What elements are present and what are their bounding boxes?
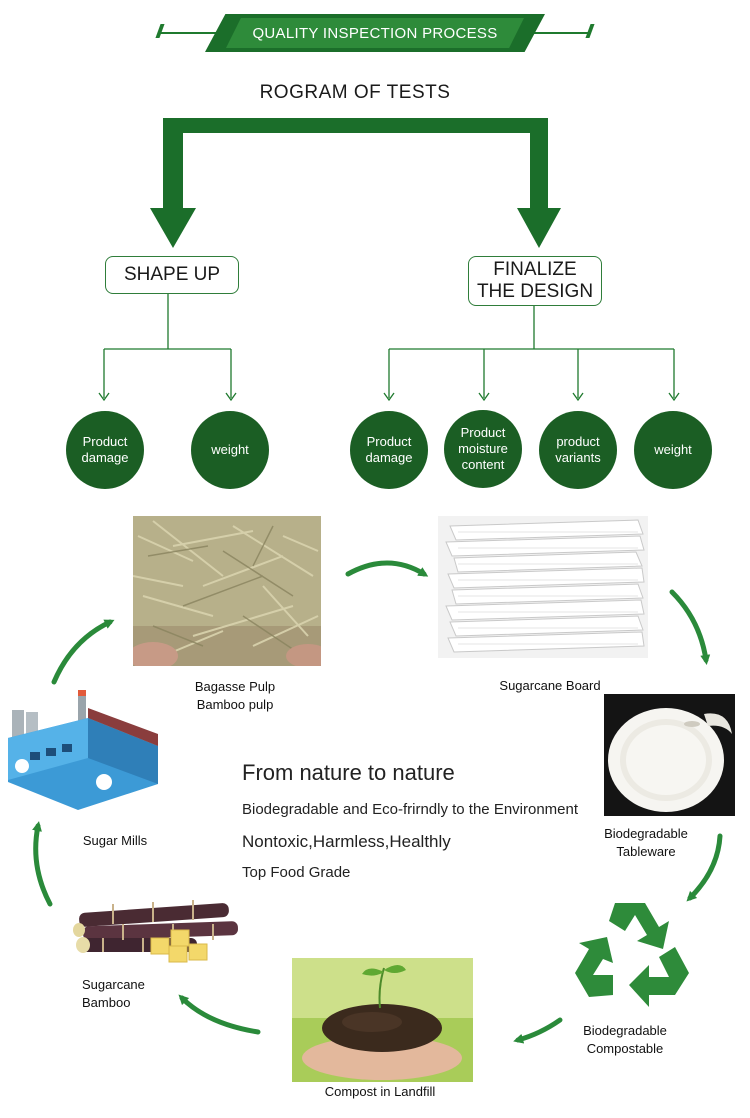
center-line-food-grade: Top Food Grade	[242, 864, 351, 881]
landfill-caption: Compost in Landfill	[324, 1084, 436, 1099]
finalize-label-line2: THE DESIGN	[476, 281, 594, 302]
page-title: QUALITY INSPECTION PROCESS	[252, 24, 498, 42]
shape-up-label: SHAPE UP	[123, 264, 221, 285]
finalize-design-box: FINALIZE THE DESIGN	[468, 256, 602, 306]
banner-line-left	[160, 32, 220, 34]
recycle-icon	[575, 903, 689, 1007]
tableware-caption: Biodegradable Tableware	[586, 825, 706, 861]
finalize-label-line1: FINALIZE	[493, 259, 577, 280]
test-weight-shape: weight	[191, 411, 269, 489]
sugar-mills-caption: Sugar Mills	[82, 833, 148, 848]
sugarcane-caption-line2: Bamboo	[82, 995, 131, 1010]
sugarcane-photo	[73, 900, 238, 963]
sugarcane-caption: Sugarcane Bamboo	[82, 976, 162, 1012]
test-label: Product moisture content	[458, 425, 508, 472]
test-label: Product damage	[81, 434, 129, 465]
bagasse-caption-line2: Bamboo pulp	[196, 697, 274, 712]
tableware-caption-line2: Tableware	[616, 844, 676, 859]
tableware-caption-line1: Biodegradable	[604, 826, 688, 841]
center-line-nontoxic: Nontoxic,Harmless,Healthly	[242, 832, 451, 851]
sugarcane-board-photo	[438, 516, 648, 658]
board-caption: Sugarcane Board	[499, 678, 601, 693]
bagasse-caption-line1: Bagasse Pulp	[194, 679, 276, 694]
compostable-caption: Biodegradable Compostable	[565, 1022, 685, 1058]
test-label: product variants	[555, 434, 601, 465]
compostable-caption-line2: Compostable	[586, 1041, 664, 1056]
title-banner: QUALITY INSPECTION PROCESS	[226, 18, 524, 48]
shape-up-box: SHAPE UP	[105, 256, 239, 294]
test-weight-final: weight	[634, 411, 712, 489]
center-line-eco: Biodegradable and Eco-frirndly to the En…	[242, 801, 579, 818]
sugar-mill-factory-icon	[8, 690, 158, 810]
test-product-damage-shape: Product damage	[66, 411, 144, 489]
test-label: Product damage	[365, 434, 413, 465]
sugarcane-caption-line1: Sugarcane	[82, 977, 145, 992]
main-split-arrow	[150, 118, 561, 248]
tableware-lid-photo	[604, 694, 735, 816]
compost-photo	[292, 958, 473, 1082]
test-label: weight	[211, 442, 249, 457]
center-heading: From nature to nature	[242, 760, 455, 785]
test-moisture-content: Product moisture content	[444, 410, 522, 488]
test-product-damage-final: Product damage	[350, 411, 428, 489]
bagasse-caption: Bagasse Pulp Bamboo pulp	[170, 678, 300, 714]
test-product-variants: product variants	[539, 411, 617, 489]
compostable-caption-line1: Biodegradable	[583, 1023, 667, 1038]
program-subtitle: ROGRAM OF TESTS	[259, 82, 451, 103]
test-tree-connectors	[98, 294, 680, 402]
bagasse-pulp-photo	[133, 516, 321, 666]
banner-line-right	[530, 32, 590, 34]
test-label: weight	[654, 442, 692, 457]
